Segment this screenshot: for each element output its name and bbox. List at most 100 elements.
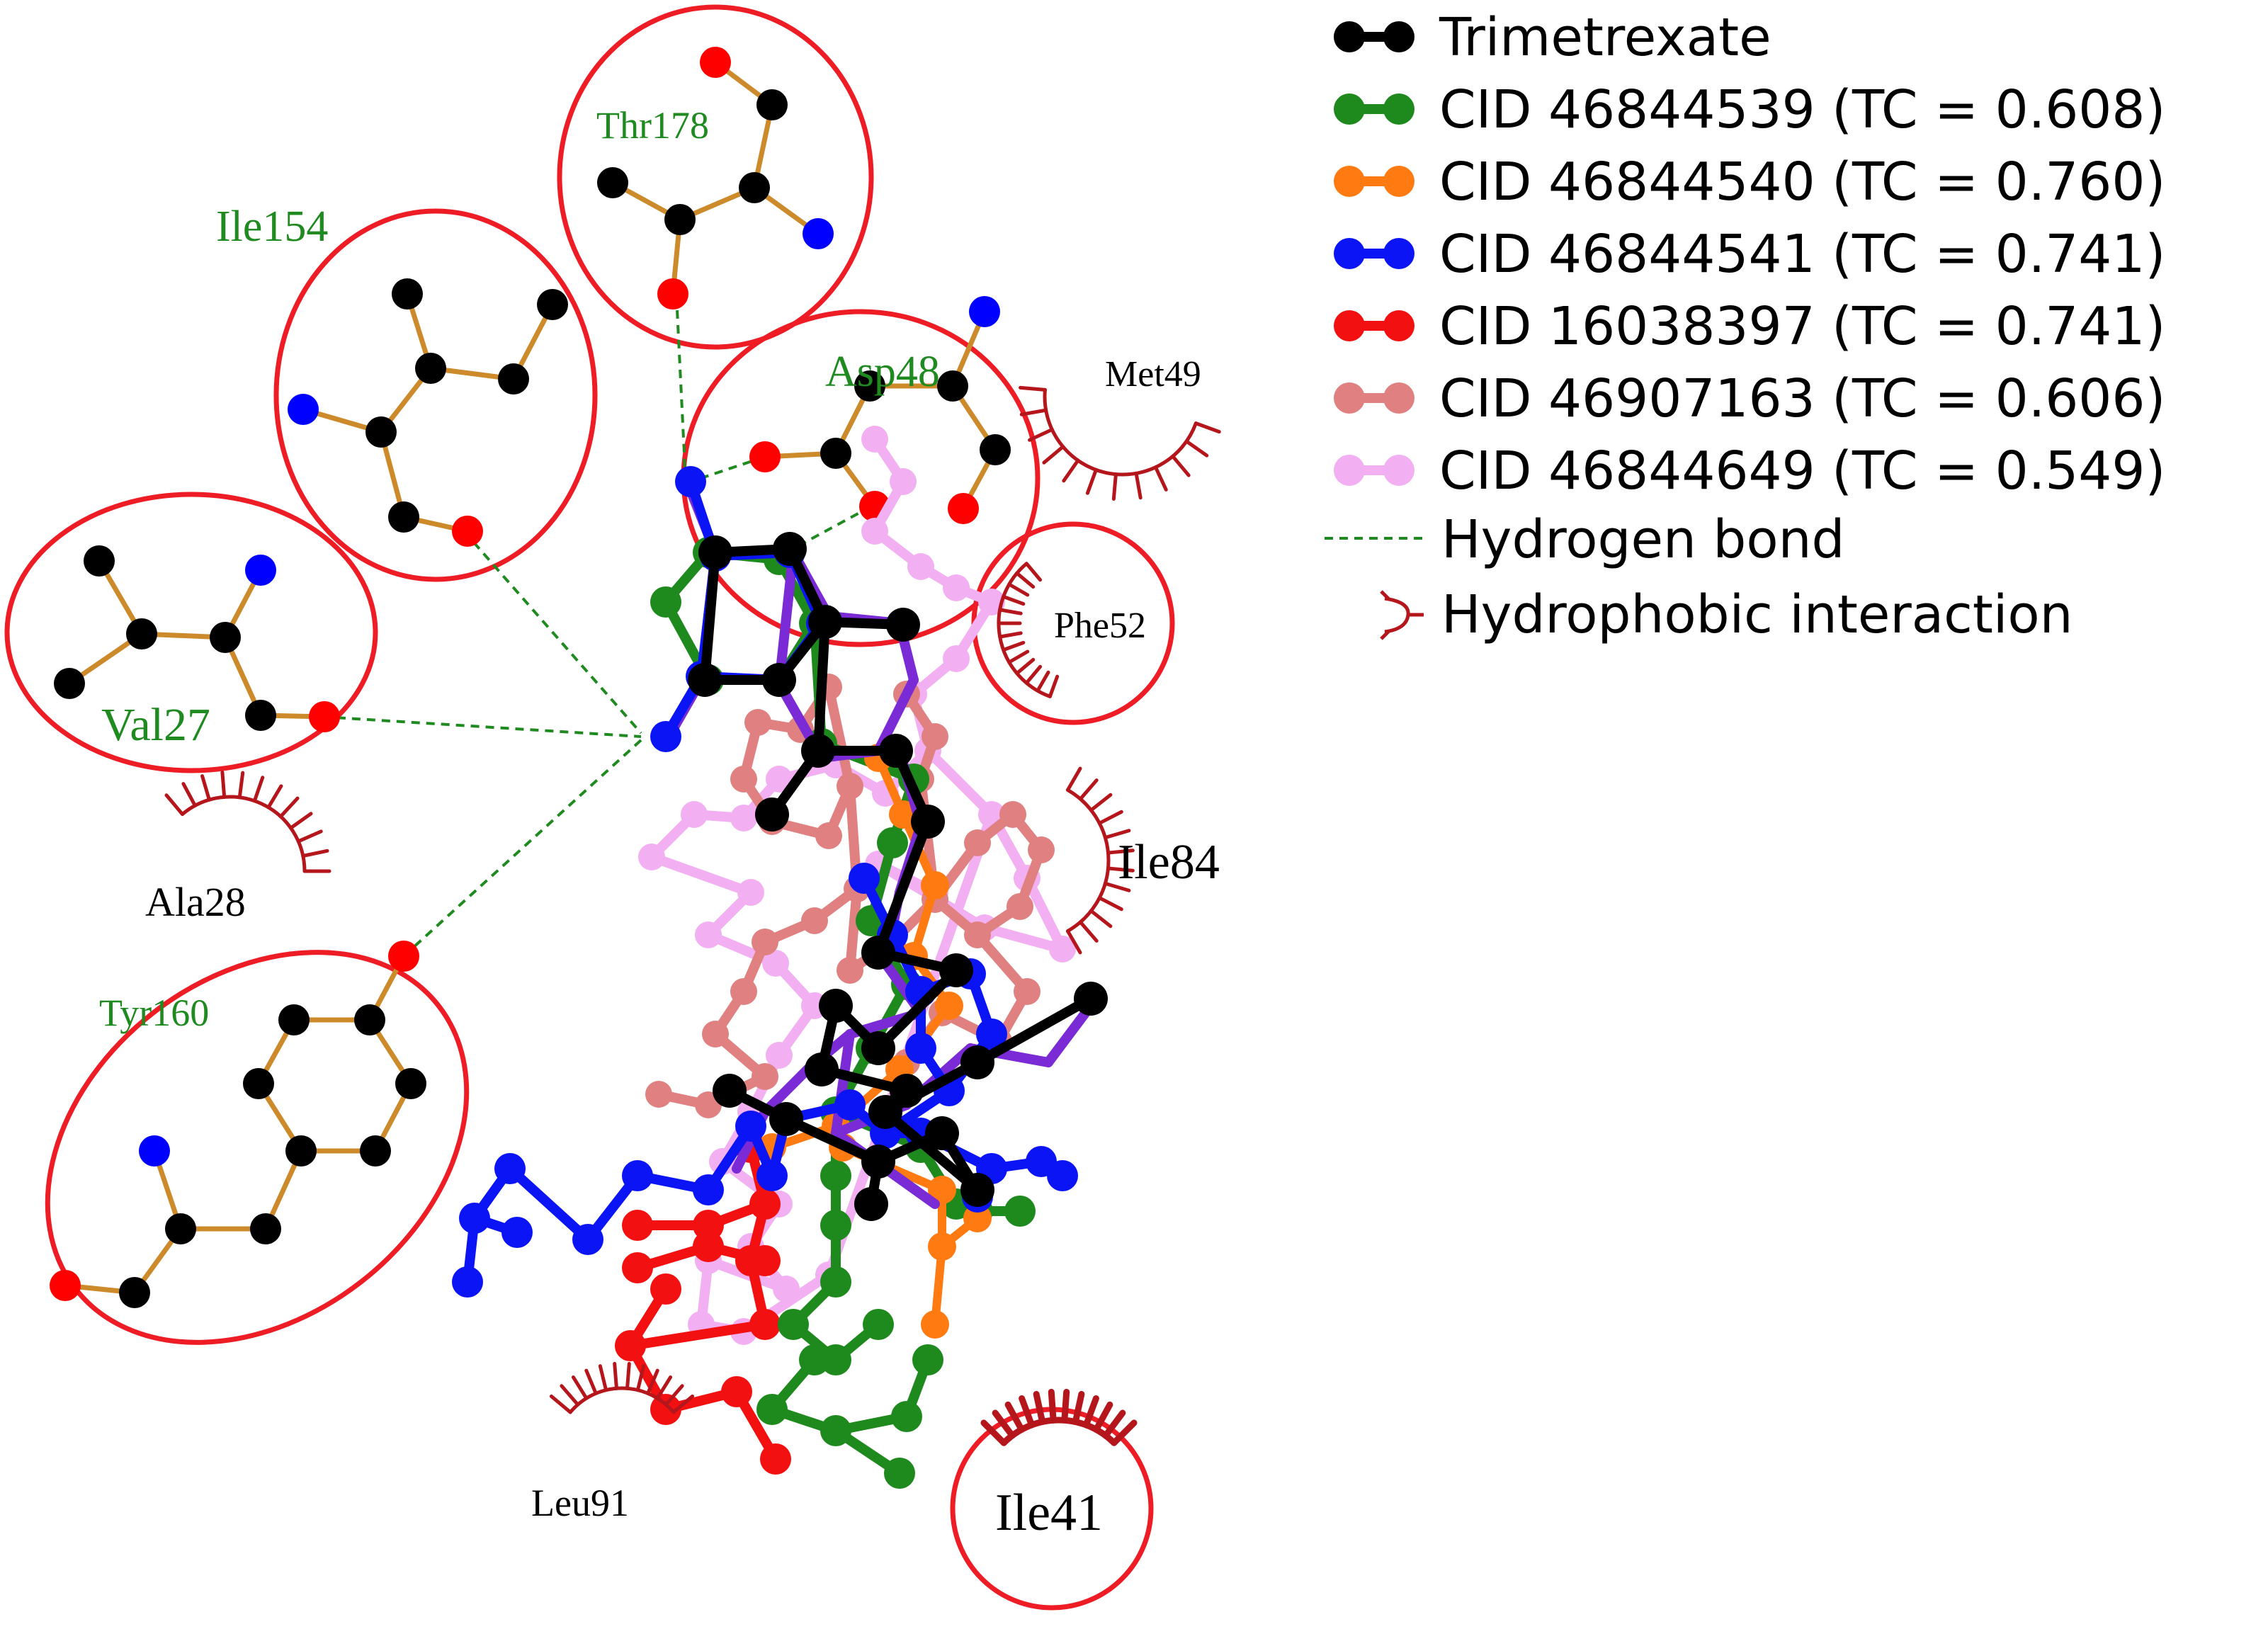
ligand-cid-46844649-bond <box>923 746 997 819</box>
ligand-cid-46844541 <box>452 466 1078 1298</box>
ala28-hydrophobic-spoke <box>278 796 300 819</box>
ligand-trimetrexate-atom <box>911 805 945 839</box>
thr178-atom-c <box>756 89 788 120</box>
legend-row: Trimetrexate <box>1334 7 1771 68</box>
leu91-hydrophobic-spoke <box>571 1375 589 1400</box>
residue-atoms <box>50 47 1011 1308</box>
ligand-cid-46844541-atom <box>735 1111 766 1142</box>
ala28-hydrophobic-spoke <box>164 793 185 817</box>
legend-swatch-dot <box>1334 382 1365 414</box>
ligand-cid-46844541-atom <box>905 1033 936 1064</box>
ligand-trimetrexate-atom <box>861 936 895 970</box>
ligand-cid-46844541-atom <box>693 1174 724 1205</box>
legend-row: CID 46844541 (TC = 0.741) <box>1334 224 2165 285</box>
ligand-trimetrexate-atom <box>698 535 732 569</box>
ligand-cid-16038397-atom <box>650 1273 681 1305</box>
ligand-cid-46844540-atom <box>889 800 917 829</box>
tyr160-atom-c <box>243 1068 274 1099</box>
legend-swatch-dot <box>1383 93 1414 125</box>
ile84-hydrophobic <box>1066 766 1135 955</box>
legend-label: Trimetrexate <box>1439 7 1771 68</box>
ligand-cid-46844541-atom <box>976 1018 1007 1050</box>
ligand-cid-46844541-atom <box>675 466 706 497</box>
ligand-cid-46844649-atom <box>766 766 793 793</box>
ligand-cid-46844539-atom <box>820 1266 851 1298</box>
label-met49: Met49 <box>1105 354 1201 395</box>
ligand-cid-46907163-atom <box>645 1081 672 1108</box>
label-asp48: Asp48 <box>825 348 940 396</box>
leu91-hydrophobic-spoke <box>584 1368 598 1395</box>
ala28-hydrophobic-spoke <box>237 771 245 800</box>
phe52-hydrophobic-spoke <box>998 631 1023 639</box>
ile84-hydrophobic-spoke <box>1106 866 1135 873</box>
thr178-atom-c <box>664 204 696 235</box>
asp48-atom-c <box>980 434 1011 465</box>
ile41-hydrophobic-spoke <box>980 1419 1007 1446</box>
ala28-hydrophobic-spoke <box>220 770 227 799</box>
ligand-trimetrexate-atom <box>688 663 722 697</box>
ligand-cid-46907163-atom <box>702 1021 729 1048</box>
legend-swatch-dot <box>1383 382 1414 414</box>
ligand-trimetrexate <box>688 532 1108 1221</box>
thr178-atom-c <box>739 172 770 203</box>
legend-swatch-dot <box>1334 21 1365 52</box>
leu91-hydrophobic-spoke <box>549 1394 572 1414</box>
val27-atom-c <box>126 618 157 649</box>
ligand-cid-46907163-atom <box>837 957 863 984</box>
ligand-trimetrexate-atom <box>713 1074 747 1108</box>
tyr160-atom-c <box>354 1004 385 1035</box>
phe52-hydrophobic-spoke <box>1015 571 1036 589</box>
tyr160-circle <box>45 950 470 1345</box>
leu91-hydrophobic-spoke <box>635 1364 646 1392</box>
phe52-hydrophobic <box>997 562 1060 698</box>
legend-row: CID 46844649 (TC = 0.549) <box>1334 441 2165 501</box>
asp48-atom-o <box>749 441 781 472</box>
ala28-hydrophobic-spoke <box>301 848 329 858</box>
tyr160-atom-o <box>388 941 419 972</box>
residue-labels: Thr178 Ile154 Asp48 Val27 Tyr160 Met49 P… <box>99 104 1220 1542</box>
val27-atom-c <box>84 545 115 577</box>
legend-hbond-label: Hydrogen bond <box>1441 509 1845 570</box>
phe52-hydrophobic-arc <box>997 562 1052 698</box>
ligand-cid-46907163-atom <box>744 709 771 736</box>
ligand-trimetrexate-atom <box>801 734 835 768</box>
thr178-circle <box>557 4 874 350</box>
asp48-atom-n <box>969 296 1000 327</box>
label-val27: Val27 <box>101 699 210 751</box>
tyr160-atom-c <box>250 1213 281 1244</box>
ligand-cid-16038397-atom <box>693 1231 724 1262</box>
leu91-hydrophobic-spoke <box>560 1384 580 1407</box>
ligand-cid-46907163-atom <box>964 829 991 856</box>
phe52-hydrophobic-spoke <box>1024 562 1043 582</box>
legend-row: CID 46844540 (TC = 0.760) <box>1334 152 2165 212</box>
thr178-atom-o <box>657 278 688 310</box>
ligand-cid-16038397-atom <box>615 1330 646 1361</box>
ligand-trimetrexate-atom <box>890 1074 924 1108</box>
thr178-atom-n <box>803 218 834 249</box>
ala28-hydrophobic <box>164 770 331 873</box>
ligand-cid-46844540-atom <box>935 992 963 1020</box>
ligand-trimetrexate-atom <box>854 1187 888 1221</box>
ligand-trimetrexate-atom <box>939 953 973 987</box>
ligand-cid-46907163-atom <box>1028 836 1055 863</box>
ligand-cid-46907163-atom <box>922 723 948 750</box>
ligand-trimetrexate-bond <box>873 817 933 958</box>
ligand-overlay-purple-bond <box>831 1029 855 1138</box>
met49-hydrophobic-spoke <box>1085 467 1098 495</box>
ligand-cid-16038397-atom <box>622 1210 653 1241</box>
ligand-trimetrexate-atom <box>1074 982 1108 1016</box>
ligand-trimetrexate-atom <box>819 989 853 1023</box>
ligand-cid-46844539-atom <box>877 827 908 858</box>
ligand-trimetrexate-atom <box>879 734 913 768</box>
tyr160-atom-c <box>285 1135 317 1167</box>
tyr160-atom-n <box>139 1135 170 1167</box>
ile154-atom-c <box>498 363 529 395</box>
ligand-cid-16038397-atom <box>760 1443 791 1475</box>
phe52-hydrophobic-spoke <box>1024 664 1043 685</box>
ile154-atom-c <box>415 353 446 384</box>
ligand-trimetrexate-bond <box>873 965 961 1053</box>
val27-circle <box>4 492 378 773</box>
ligand-trimetrexate-atom <box>755 798 789 831</box>
legend-swatch-dot <box>1383 166 1414 197</box>
ile84-hydrophobic-spoke <box>1089 793 1113 812</box>
